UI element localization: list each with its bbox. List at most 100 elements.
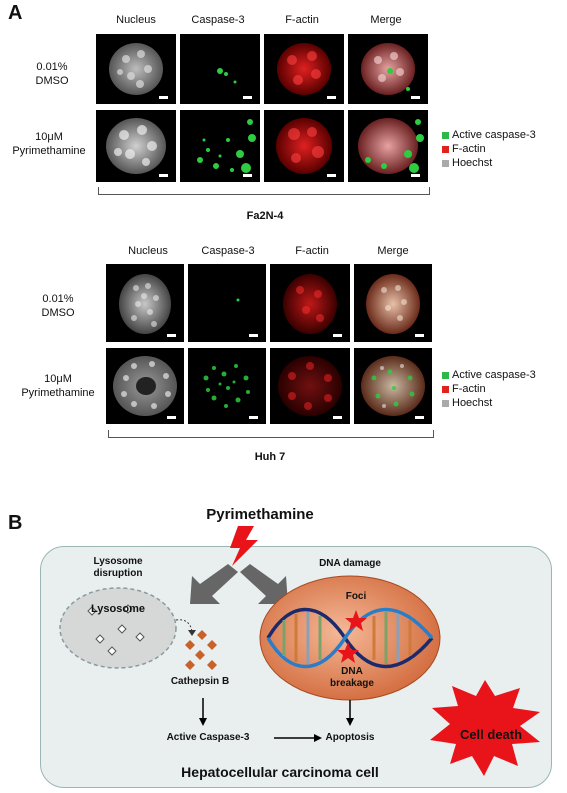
scale-bar	[249, 334, 258, 337]
col-head-caspase3: Caspase-3	[191, 14, 245, 26]
scale-bar	[243, 174, 252, 177]
row-label-line: Pyrimethamine	[12, 145, 86, 157]
legend-swatch	[442, 385, 449, 393]
col-head-nucleus: Nucleus	[128, 245, 168, 257]
col-head-caspase3: Caspase-3	[201, 245, 255, 257]
micrograph-huh7-dmso-factin	[270, 264, 350, 342]
label-line: DNA	[341, 666, 363, 677]
legend-item: Active caspase-3	[442, 128, 536, 142]
legend-label: Active caspase-3	[452, 369, 536, 381]
micrograph-fa2n4-pyr-factin	[264, 110, 344, 182]
cell-death-label: Cell death	[459, 727, 523, 742]
lysosome-shape	[59, 587, 177, 669]
scale-bar	[333, 416, 342, 419]
arrow-to-dna-icon	[240, 564, 288, 604]
foci-star-icon	[345, 610, 367, 631]
caption-fa2n4: Fa2N-4	[246, 210, 284, 222]
legend-group2: Active caspase-3 F-actin Hoechst	[442, 368, 536, 410]
lysosome-disruption-label: Lysosome disruption	[78, 556, 158, 580]
legend-item: Hoechst	[442, 156, 536, 170]
arrow-to-lysosome-icon	[190, 564, 238, 604]
scale-bar	[415, 416, 424, 419]
scale-bar	[411, 96, 420, 99]
bracket	[108, 430, 434, 438]
legend-label: F-actin	[452, 143, 486, 155]
micrograph-huh7-pyr-factin	[270, 348, 350, 424]
mechanism-diagram	[59, 526, 540, 776]
micrograph-fa2n4-dmso-nucleus	[96, 34, 176, 104]
cell-type-label: Hepatocellular carcinoma cell	[181, 764, 379, 780]
row-label-line: 10μM	[35, 131, 63, 143]
scale-bar	[243, 96, 252, 99]
legend-swatch	[442, 371, 449, 379]
lysosome-label: Lysosome	[90, 603, 145, 615]
row-label-line: 0.01%	[36, 61, 68, 73]
lightning-icon	[230, 526, 258, 566]
micrograph-huh7-pyr-caspase3	[188, 348, 266, 424]
micrograph-fa2n4-dmso-factin	[264, 34, 344, 104]
apoptosis-label: Apoptosis	[325, 732, 375, 743]
micrograph-fa2n4-dmso-merge	[348, 34, 428, 104]
cathepsin-label: Cathepsin B	[170, 676, 230, 687]
foci-label: Foci	[345, 591, 367, 602]
scale-bar	[167, 416, 176, 419]
lysosome-diamonds	[87, 604, 145, 656]
row-label-pyrimethamine: 10μM Pyrimethamine	[10, 372, 106, 400]
scale-bar	[327, 96, 336, 99]
cell-death-burst-icon	[430, 680, 540, 776]
scale-bar	[333, 334, 342, 337]
row-label-dmso: 0.01% DMSO	[14, 60, 90, 88]
row-label-line: DMSO	[41, 307, 75, 319]
micrograph-huh7-dmso-caspase3	[188, 264, 266, 342]
row-label-line: DMSO	[35, 75, 69, 87]
label-line: breakage	[330, 678, 374, 689]
row-label-line: Pyrimethamine	[21, 387, 95, 399]
col-head-nucleus: Nucleus	[116, 14, 156, 26]
row-label-line: 0.01%	[42, 293, 74, 305]
breakage-star-icon	[337, 642, 359, 663]
row-label-line: 10μM	[44, 373, 72, 385]
col-head-factin: F-actin	[285, 14, 319, 26]
legend-label: F-actin	[452, 383, 486, 395]
scale-bar	[249, 416, 258, 419]
legend-swatch	[442, 145, 449, 153]
active-caspase-label: Active Caspase-3	[166, 732, 250, 743]
drug-label: Pyrimethamine	[206, 506, 314, 523]
bracket	[98, 187, 430, 195]
micrograph-huh7-pyr-merge	[354, 348, 432, 424]
legend-label: Active caspase-3	[452, 129, 536, 141]
micrograph-fa2n4-pyr-caspase3	[180, 110, 260, 182]
legend-swatch	[442, 399, 449, 407]
panel-a-label: A	[8, 2, 23, 24]
legend-item: F-actin	[442, 382, 536, 396]
dna-base-pairs	[282, 612, 412, 664]
dna-damage-label: DNA damage	[319, 558, 381, 569]
micrograph-huh7-dmso-merge	[354, 264, 432, 342]
legend-item: F-actin	[442, 142, 536, 156]
col-head-merge: Merge	[370, 14, 402, 26]
dna-breakage-label: DNA breakage	[322, 666, 382, 690]
legend-swatch	[442, 131, 449, 139]
legend-item: Hoechst	[442, 396, 536, 410]
legend-item: Active caspase-3	[442, 368, 536, 382]
col-head-factin: F-actin	[295, 245, 329, 257]
micrograph-fa2n4-pyr-nucleus	[96, 110, 176, 182]
scale-bar	[415, 334, 424, 337]
cathepsin-diamonds	[185, 630, 217, 670]
panel-b-label: B	[8, 512, 23, 534]
legend-label: Hoechst	[452, 157, 493, 169]
micrograph-huh7-pyr-nucleus	[106, 348, 184, 424]
caption-huh7: Huh 7	[254, 451, 286, 463]
row-label-pyrimethamine: 10μM Pyrimethamine	[4, 130, 94, 158]
col-head-merge: Merge	[377, 245, 409, 257]
legend-group1: Active caspase-3 F-actin Hoechst	[442, 128, 536, 170]
micrograph-fa2n4-dmso-caspase3	[180, 34, 260, 104]
scale-bar	[411, 174, 420, 177]
scale-bar	[159, 96, 168, 99]
scale-bar	[159, 174, 168, 177]
legend-swatch	[442, 159, 449, 167]
micrograph-fa2n4-pyr-merge	[348, 110, 428, 182]
label-line: disruption	[93, 568, 143, 579]
scale-bar	[327, 174, 336, 177]
row-label-dmso: 0.01% DMSO	[18, 292, 98, 320]
